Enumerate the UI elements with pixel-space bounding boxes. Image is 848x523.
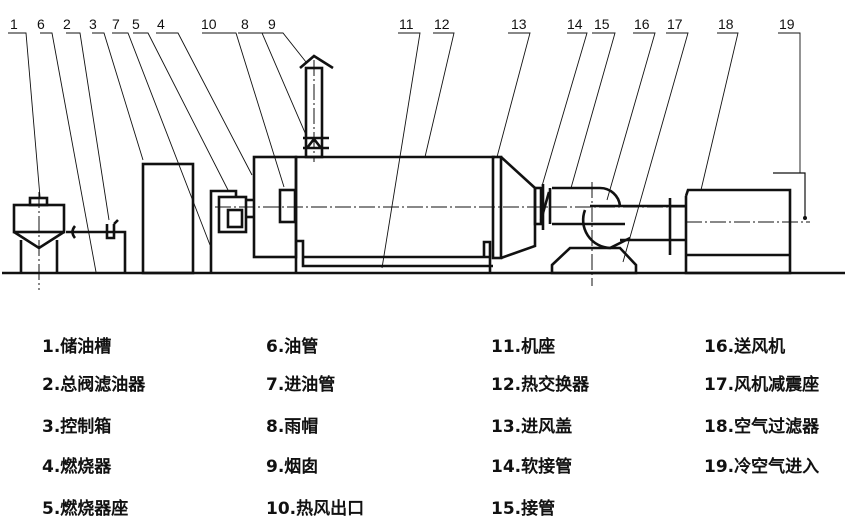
legend-item: 8.雨帽 [266, 417, 319, 437]
legend-item: 11.机座 [491, 337, 556, 357]
legend-item: 7.进油管 [266, 375, 336, 395]
callout-9: 9 [268, 16, 276, 32]
legend-item: 9.烟囱 [266, 457, 319, 477]
heat-exchanger [294, 155, 495, 273]
callout-5: 5 [132, 16, 140, 32]
callout-4: 4 [157, 16, 165, 32]
callout-16: 16 [634, 16, 650, 32]
legend-item: 16.送风机 [704, 337, 786, 357]
legend-item: 13.进风盖 [491, 417, 573, 437]
control-box [141, 162, 195, 275]
chimney [299, 54, 334, 159]
legend-item: 3.控制箱 [42, 417, 112, 437]
callout-13: 13 [511, 16, 527, 32]
legend-item: 17.风机减震座 [704, 375, 820, 395]
legend-item: 15.接管 [491, 499, 556, 519]
fan-damping-base [550, 246, 638, 275]
callout-18: 18 [718, 16, 734, 32]
callout-2: 2 [63, 16, 71, 32]
cold-air-inlet-indicator [773, 172, 806, 217]
legend-item: 19.冷空气进入 [704, 457, 820, 477]
legend-item: 6.油管 [266, 337, 319, 357]
leader-lines [8, 32, 801, 273]
callout-1: 1 [10, 16, 18, 32]
legend-item: 18.空气过滤器 [704, 417, 820, 437]
callout-8: 8 [241, 16, 249, 32]
machine-base [296, 239, 493, 273]
callout-17: 17 [667, 16, 683, 32]
legend-item: 5.燃烧器座 [42, 499, 129, 519]
callout-19: 19 [779, 16, 795, 32]
legend-item: 2.总阀滤油器 [42, 375, 146, 395]
callout-14: 14 [567, 16, 583, 32]
feed-pipe [209, 189, 238, 273]
equipment-drawing: 1 6 2 3 7 5 4 10 8 9 11 12 13 14 15 16 1… [2, 16, 845, 290]
callout-numbers: 1 6 2 3 7 5 4 10 8 9 11 12 13 14 15 16 1… [10, 16, 795, 32]
legend-item: 12.热交换器 [491, 375, 590, 395]
legend-item: 10.热风出口 [266, 499, 365, 519]
callout-12: 12 [434, 16, 450, 32]
legend-item: 4.燃烧器 [42, 457, 112, 477]
hot-air-outlet [278, 188, 297, 224]
callout-11: 11 [399, 16, 414, 32]
callout-15: 15 [594, 16, 610, 32]
burner [217, 195, 254, 234]
legend-item: 14.软接管 [491, 457, 573, 477]
air-filter [684, 188, 792, 275]
callout-7: 7 [112, 16, 120, 32]
callout-3: 3 [89, 16, 97, 32]
legend-item: 1.储油槽 [42, 337, 112, 357]
callout-6: 6 [37, 16, 45, 32]
callout-10: 10 [201, 16, 217, 32]
oil-pipe [66, 219, 127, 273]
